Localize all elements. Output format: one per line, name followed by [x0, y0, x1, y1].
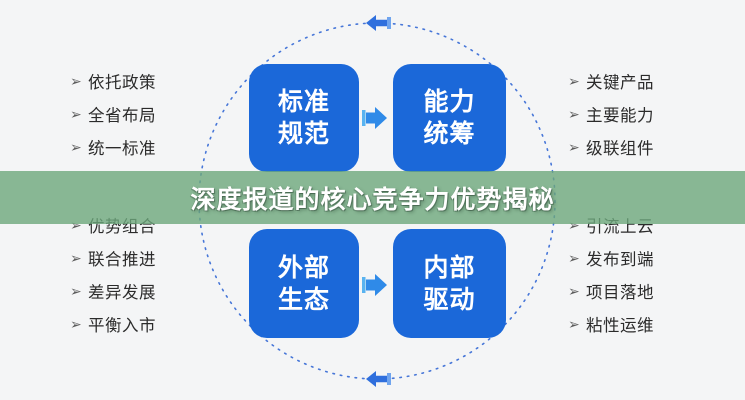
- core-box-standard[interactable]: 标准 规范: [249, 64, 359, 172]
- bullet-list-bottom-right: ➢ 引流上云 ➢ 发布到端 ➢ 项目落地 ➢ 粘性运维: [568, 208, 733, 340]
- chevron-bullet-icon: ➢: [568, 138, 580, 155]
- list-item[interactable]: ➢ 统一标准: [70, 130, 220, 163]
- chevron-bullet-icon: ➢: [568, 105, 580, 122]
- list-item-label: 发布到端: [586, 250, 654, 269]
- chevron-bullet-icon: ➢: [70, 105, 82, 122]
- list-item-label: 依托政策: [88, 73, 156, 92]
- list-item[interactable]: ➢ 差异发展: [70, 274, 220, 307]
- list-item[interactable]: ➢ 项目落地: [568, 274, 733, 307]
- list-item-label: 粘性运维: [586, 316, 654, 335]
- chevron-bullet-icon: ➢: [70, 315, 82, 332]
- chevron-bullet-icon: ➢: [568, 249, 580, 266]
- core-box-line2: 统筹: [423, 120, 476, 148]
- arrow-right-icon: [362, 107, 387, 129]
- list-item-label: 差异发展: [88, 283, 156, 302]
- arrow-left-icon: [366, 371, 391, 387]
- core-box-line2: 生态: [277, 285, 330, 314]
- chevron-bullet-icon: ➢: [70, 216, 82, 233]
- list-item[interactable]: ➢ 发布到端: [568, 241, 733, 274]
- arrow-right-icon: [362, 274, 387, 296]
- list-item-label: 关键产品: [586, 73, 654, 92]
- chevron-bullet-icon: ➢: [568, 315, 580, 332]
- list-item-label: 联合推进: [88, 250, 156, 269]
- chevron-bullet-icon: ➢: [70, 249, 82, 266]
- banner-title-text: 深度报道的核心竞争力优势揭秘: [190, 185, 555, 214]
- core-box-line1: 外部: [277, 253, 330, 282]
- core-box-line2: 规范: [277, 120, 330, 148]
- list-item[interactable]: ➢ 级联组件: [568, 130, 733, 163]
- bullet-list-top-left: ➢ 依托政策 ➢ 全省布局 ➢ 统一标准: [70, 64, 220, 163]
- arrow-left-icon: [366, 15, 391, 31]
- list-item[interactable]: ➢ 主要能力: [568, 97, 733, 130]
- core-box-line1: 内部: [423, 253, 476, 282]
- list-item-label: 平衡入市: [88, 316, 156, 335]
- core-box-internal-drive[interactable]: 内部 驱动: [393, 229, 506, 338]
- list-item-label: 全省布局: [88, 106, 156, 125]
- list-item-label: 级联组件: [586, 139, 654, 158]
- chevron-bullet-icon: ➢: [70, 282, 82, 299]
- list-item-label: 统一标准: [88, 139, 156, 158]
- list-item-label: 主要能力: [586, 106, 654, 125]
- list-item-label: 项目落地: [586, 283, 654, 302]
- chevron-bullet-icon: ➢: [70, 72, 82, 89]
- chevron-bullet-icon: ➢: [568, 72, 580, 89]
- chevron-bullet-icon: ➢: [568, 216, 580, 233]
- bullet-list-bottom-left: ➢ 优势组合 ➢ 联合推进 ➢ 差异发展 ➢ 平衡入市: [70, 208, 220, 340]
- list-item[interactable]: ➢ 依托政策: [70, 64, 220, 97]
- title-banner: 深度报道的核心竞争力优势揭秘: [0, 171, 745, 224]
- core-box-capability[interactable]: 能力 统筹: [393, 64, 506, 172]
- list-item[interactable]: ➢ 联合推进: [70, 241, 220, 274]
- chevron-bullet-icon: ➢: [70, 138, 82, 155]
- list-item[interactable]: ➢ 平衡入市: [70, 307, 220, 340]
- core-box-line1: 标准: [277, 88, 330, 116]
- list-item[interactable]: ➢ 关键产品: [568, 64, 733, 97]
- core-box-line1: 能力: [423, 88, 476, 116]
- bullet-list-top-right: ➢ 关键产品 ➢ 主要能力 ➢ 级联组件: [568, 64, 733, 163]
- list-item[interactable]: ➢ 粘性运维: [568, 307, 733, 340]
- list-item[interactable]: ➢ 全省布局: [70, 97, 220, 130]
- chevron-bullet-icon: ➢: [568, 282, 580, 299]
- core-box-external-ecology[interactable]: 外部 生态: [249, 229, 359, 338]
- core-box-line2: 驱动: [423, 285, 476, 314]
